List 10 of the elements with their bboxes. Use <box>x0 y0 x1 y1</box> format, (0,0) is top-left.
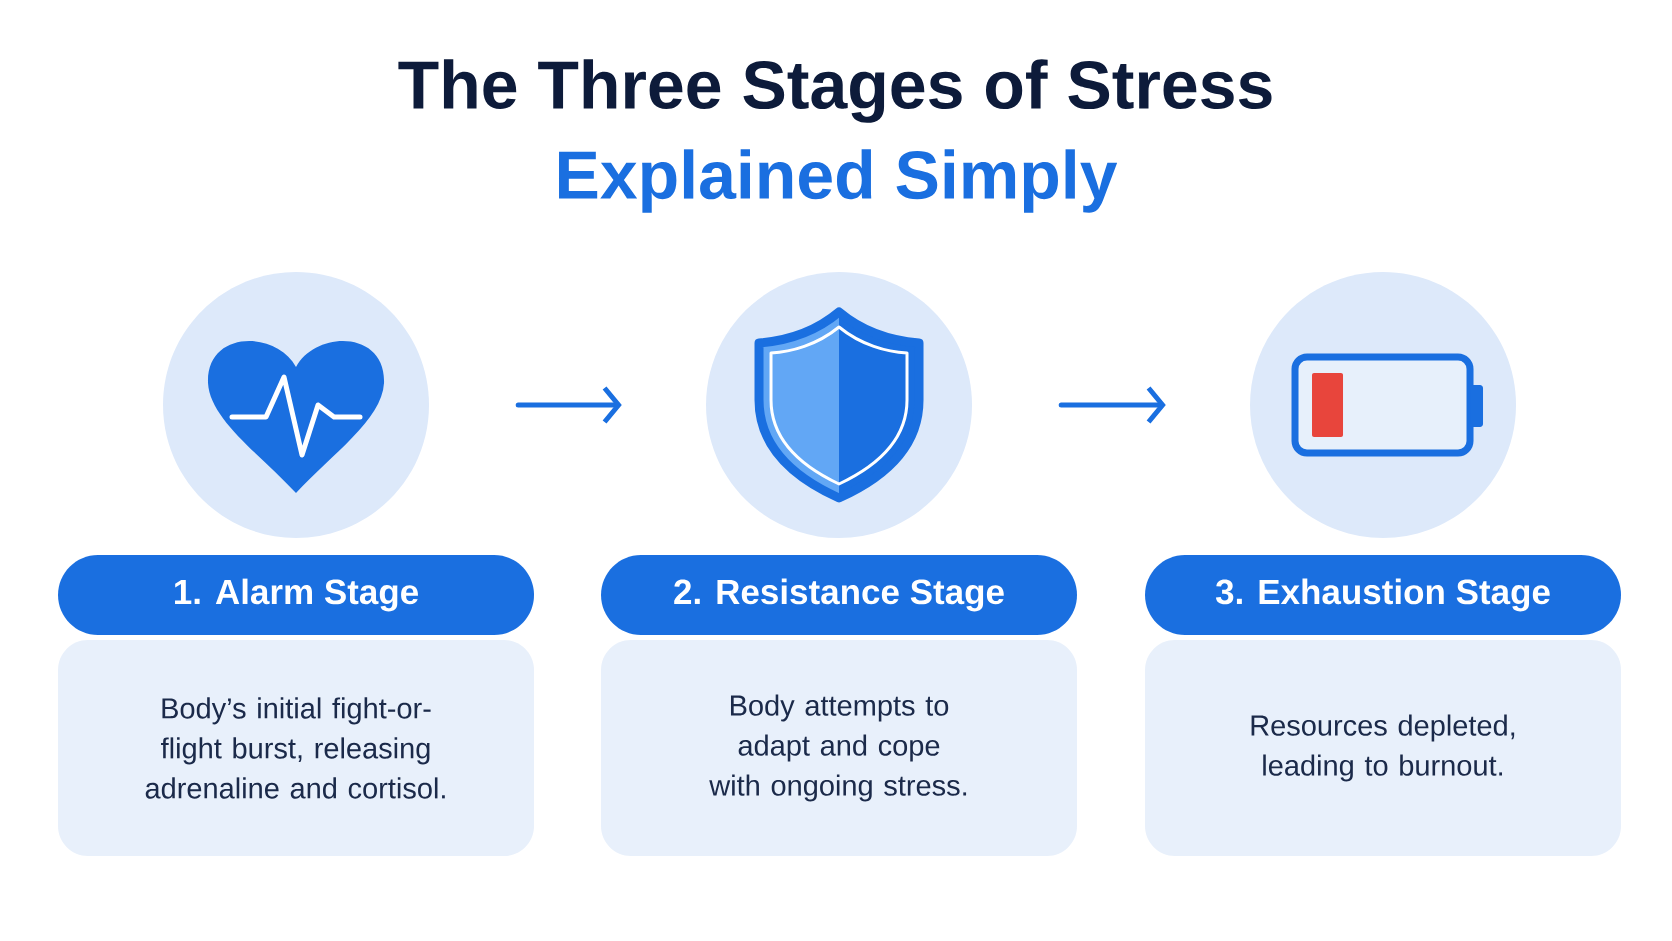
stage-heading: 2. Resistance Stage <box>601 555 1077 635</box>
stage-heading: 3. Exhaustion Stage <box>1145 555 1621 635</box>
title: The Three Stages of Stress <box>398 59 1272 123</box>
arrow <box>515 386 622 424</box>
description-card: Resources depleted, leading to burnout. <box>1145 640 1621 856</box>
arrow <box>1058 386 1166 424</box>
description-card: Body’s initial fight-or-flight burst, releasing adrenaline and cortisol. <box>58 640 534 856</box>
description-card: Body attempts to adapt and cope with ongoing stress. <box>601 640 1077 856</box>
stage-heading: 1. Alarm Stage <box>58 555 534 635</box>
subtitle: Explained Simply <box>559 149 1118 213</box>
